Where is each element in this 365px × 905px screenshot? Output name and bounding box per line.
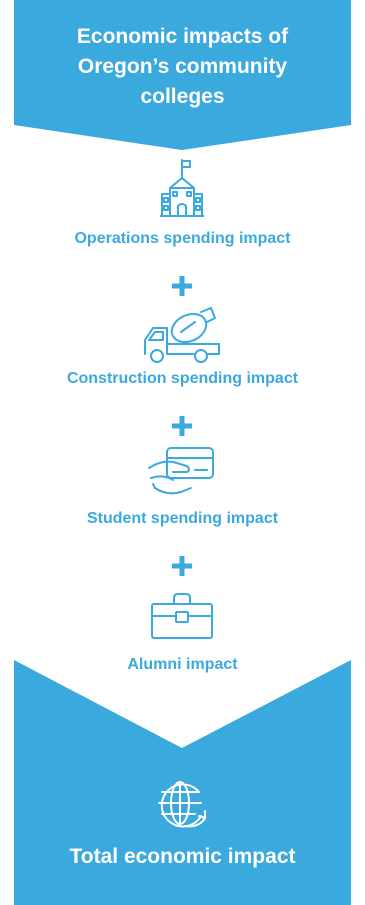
alumni-impact-label: Alumni impact [127, 656, 238, 673]
title-line-3: colleges [140, 85, 225, 108]
construction-spending-label: Construction spending impact [66, 370, 299, 387]
operations-spending-label: Operations spending impact [74, 230, 291, 247]
total-economic-impact-label: Total economic impact [69, 845, 296, 868]
hand-credit-card-icon [148, 447, 214, 495]
diagram-title: Economic impacts of Oregon’s community c… [14, 22, 351, 112]
title-line-1: Economic impacts of [76, 25, 289, 48]
briefcase-icon [151, 593, 213, 639]
title-line-2: Oregon’s community [77, 55, 288, 78]
plus-icon [172, 276, 192, 296]
school-building-icon [160, 159, 204, 217]
cement-mixer-truck-icon [144, 307, 220, 363]
plus-icon [172, 556, 192, 576]
student-spending-label: Student spending impact [86, 510, 279, 527]
globe-arrow-icon [158, 781, 206, 828]
economic-impact-diagram: Economic impacts of Oregon’s community c… [14, 0, 351, 905]
plus-icon [172, 416, 192, 436]
